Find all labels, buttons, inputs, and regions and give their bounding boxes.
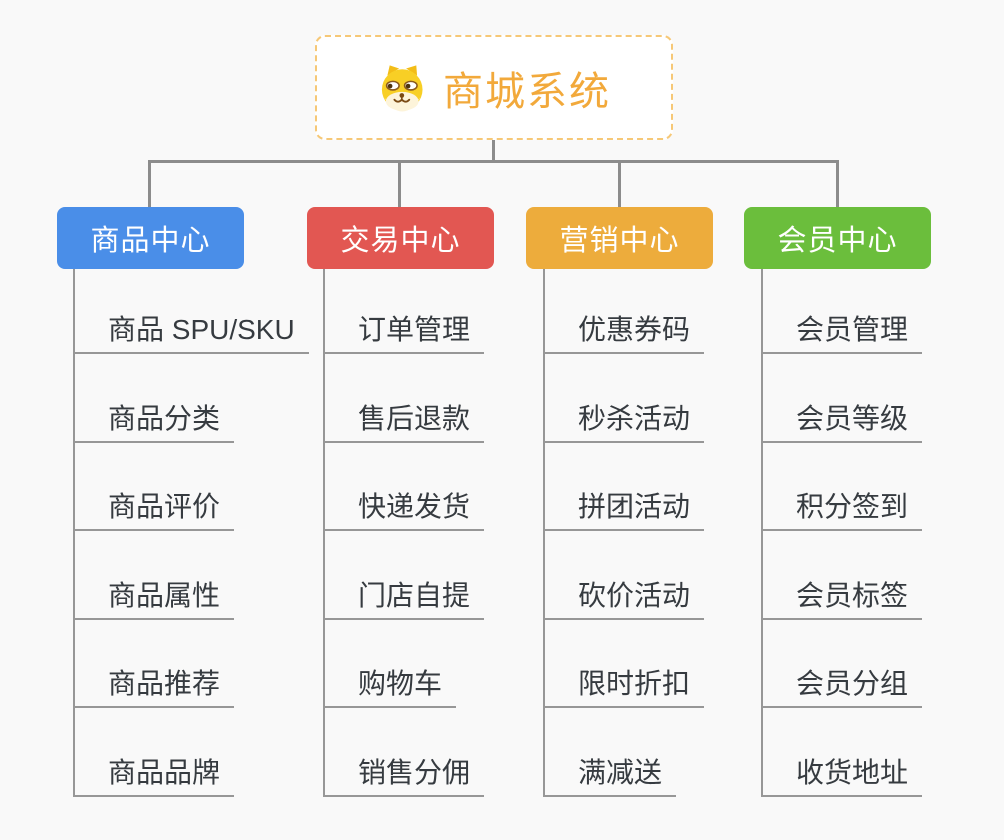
leaf-label: 售后退款 [325, 402, 485, 443]
connector-drop-member [836, 160, 839, 207]
leaf-node[interactable]: 积分签到 [763, 443, 1004, 531]
branch-node-trade-center[interactable]: 交易中心 [307, 207, 494, 269]
leaf-node[interactable]: 会员分组 [763, 620, 1004, 708]
leaf-label: 快递发货 [325, 490, 485, 531]
leaf-node[interactable]: 商品 SPU/SKU [75, 269, 323, 354]
connector-root-trunk [492, 140, 495, 162]
connector-bus [148, 160, 839, 163]
leaf-label: 限时折扣 [545, 667, 705, 708]
leaf-node[interactable]: 限时折扣 [545, 620, 793, 708]
leaf-label: 砍价活动 [545, 579, 705, 620]
leaf-label: 会员分组 [763, 667, 923, 708]
leaf-label: 会员等级 [763, 402, 923, 443]
leaf-node[interactable]: 商品属性 [75, 531, 323, 620]
branch-node-member-center[interactable]: 会员中心 [744, 207, 931, 269]
leaf-label: 秒杀活动 [545, 402, 705, 443]
branch-node-marketing-center[interactable]: 营销中心 [526, 207, 713, 269]
leaf-node[interactable]: 满减送 [545, 708, 793, 797]
leaf-column-marketing: 优惠券码 秒杀活动 拼团活动 砍价活动 限时折扣 满减送 [543, 269, 793, 797]
leaf-label: 积分签到 [763, 490, 923, 531]
leaf-node[interactable]: 商品评价 [75, 443, 323, 531]
branch-node-product-center[interactable]: 商品中心 [57, 207, 244, 269]
branch-label: 营销中心 [559, 225, 680, 257]
dog-face-icon [381, 64, 423, 111]
leaf-node[interactable]: 优惠券码 [545, 269, 793, 354]
leaf-label: 商品推荐 [75, 667, 235, 708]
leaf-label: 购物车 [325, 667, 457, 708]
connector-drop-marketing [618, 160, 621, 207]
leaf-label: 收货地址 [763, 756, 923, 797]
leaf-label: 满减送 [545, 756, 677, 797]
leaf-label: 门店自提 [325, 579, 485, 620]
leaf-node[interactable]: 门店自提 [325, 531, 573, 620]
leaf-node[interactable]: 订单管理 [325, 269, 573, 354]
leaf-column-product: 商品 SPU/SKU 商品分类 商品评价 商品属性 商品推荐 商品品牌 [73, 269, 323, 797]
root-title: 商城系统 [443, 69, 611, 114]
leaf-node[interactable]: 会员等级 [763, 354, 1004, 443]
leaf-node[interactable]: 拼团活动 [545, 443, 793, 531]
leaf-label: 商品品牌 [75, 756, 235, 797]
branch-label: 交易中心 [340, 225, 461, 257]
leaf-label: 销售分佣 [325, 756, 485, 797]
leaf-node[interactable]: 商品品牌 [75, 708, 323, 797]
leaf-label: 拼团活动 [545, 490, 705, 531]
connector-drop-product [148, 160, 151, 207]
branch-label: 会员中心 [777, 225, 898, 257]
leaf-node[interactable]: 快递发货 [325, 443, 573, 531]
leaf-node[interactable]: 会员管理 [763, 269, 1004, 354]
leaf-label: 订单管理 [325, 313, 485, 354]
leaf-node[interactable]: 秒杀活动 [545, 354, 793, 443]
leaf-label: 商品评价 [75, 490, 235, 531]
leaf-label: 商品属性 [75, 579, 235, 620]
leaf-node[interactable]: 收货地址 [763, 708, 1004, 797]
leaf-label: 优惠券码 [545, 313, 705, 354]
leaf-node[interactable]: 购物车 [325, 620, 573, 708]
leaf-node[interactable]: 商品推荐 [75, 620, 323, 708]
leaf-label: 会员标签 [763, 579, 923, 620]
leaf-node[interactable]: 销售分佣 [325, 708, 573, 797]
leaf-label: 商品 SPU/SKU [75, 313, 309, 354]
leaf-label: 会员管理 [763, 313, 923, 354]
leaf-node[interactable]: 会员标签 [763, 531, 1004, 620]
leaf-node[interactable]: 商品分类 [75, 354, 323, 443]
root-node[interactable]: 商城系统 [315, 35, 673, 140]
leaf-column-trade: 订单管理 售后退款 快递发货 门店自提 购物车 销售分佣 [323, 269, 573, 797]
branch-label: 商品中心 [90, 225, 211, 257]
connector-drop-trade [398, 160, 401, 207]
leaf-node[interactable]: 砍价活动 [545, 531, 793, 620]
leaf-column-member: 会员管理 会员等级 积分签到 会员标签 会员分组 收货地址 [761, 269, 1004, 797]
leaf-node[interactable]: 售后退款 [325, 354, 573, 443]
leaf-label: 商品分类 [75, 402, 235, 443]
